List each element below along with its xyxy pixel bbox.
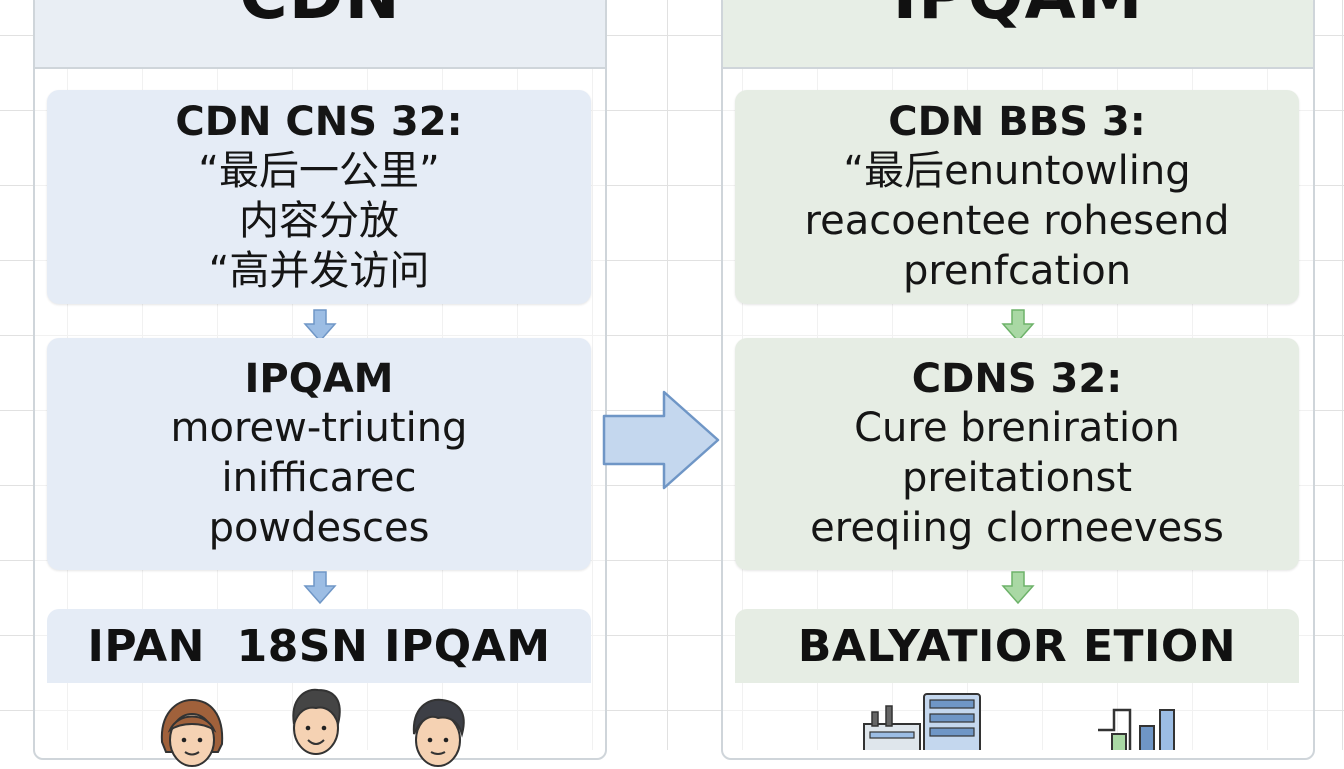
- cdn-box-2-line-2: inifficarec: [221, 455, 417, 501]
- ipqam-box-1: CDN BBS 3: “最后enuntowling reacoentee roh…: [735, 90, 1299, 304]
- person-icon: [412, 698, 465, 767]
- ipqam-box-2: CDNS 32: Cure breniration preitationst e…: [735, 338, 1299, 570]
- ipqam-column: IPQAM CDN BBS 3: “最后enuntowling reacoent…: [721, 0, 1315, 760]
- ipqam-box-1-line-2: reacoentee rohesend: [804, 198, 1230, 244]
- ipqam-box-3-title: BALYATIOR ETION: [797, 620, 1237, 672]
- cdn-box-2-title: IPQAM: [244, 356, 394, 402]
- right-arrow-icon: [602, 390, 720, 490]
- ipqam-box-1-title: CDN BBS 3:: [888, 99, 1146, 145]
- ipqam-box-1-line-1: “最后enuntowling: [843, 148, 1191, 194]
- cdn-header-title: CDN: [35, 0, 605, 36]
- ipqam-box-2-line-3: ereqiing clorneevess: [810, 505, 1224, 551]
- person-icon: [292, 688, 341, 755]
- ipqam-header: IPQAM: [723, 0, 1313, 69]
- cdn-box-2-line-3: powdesces: [208, 505, 430, 551]
- cdn-box-2: IPQAM morew-triuting inifficarec powdesc…: [47, 338, 591, 570]
- down-arrow-icon: [1001, 309, 1035, 343]
- cdn-box-3: IPAN 18SN IPQAM: [47, 609, 591, 683]
- down-arrow-icon: [303, 309, 337, 343]
- cdn-box-3-title: IPAN 18SN IPQAM: [87, 620, 551, 672]
- cdn-column: CDN CDN CNS 32: “最后一公里” 内容分放 “高并发访问 IPQA…: [33, 0, 607, 760]
- ipqam-header-title: IPQAM: [723, 0, 1313, 36]
- ipqam-box-3: BALYATIOR ETION: [735, 609, 1299, 683]
- person-icon: [160, 698, 224, 767]
- cdn-header: CDN: [35, 0, 605, 69]
- cdn-box-2-line-1: morew-triuting: [170, 405, 468, 451]
- cdn-box-1-line-2: 内容分放: [239, 198, 399, 244]
- ipqam-box-2-line-2: preitationst: [901, 455, 1133, 501]
- cdn-box-1-line-3: “高并发访问: [208, 248, 430, 294]
- bar-chart-building-icon: [1098, 708, 1175, 750]
- down-arrow-icon: [303, 571, 337, 605]
- down-arrow-icon: [1001, 571, 1035, 605]
- ipqam-box-1-line-3: prenfcation: [902, 248, 1132, 294]
- cdn-box-1: CDN CNS 32: “最后一公里” 内容分放 “高并发访问: [47, 90, 591, 304]
- ipqam-box-2-title: CDNS 32:: [911, 356, 1123, 402]
- ipqam-box-2-line-1: Cure breniration: [854, 405, 1180, 451]
- server-building-icon: [863, 693, 981, 750]
- cdn-box-1-line-1: “最后一公里”: [198, 148, 440, 194]
- cdn-box-1-title: CDN CNS 32:: [175, 99, 463, 145]
